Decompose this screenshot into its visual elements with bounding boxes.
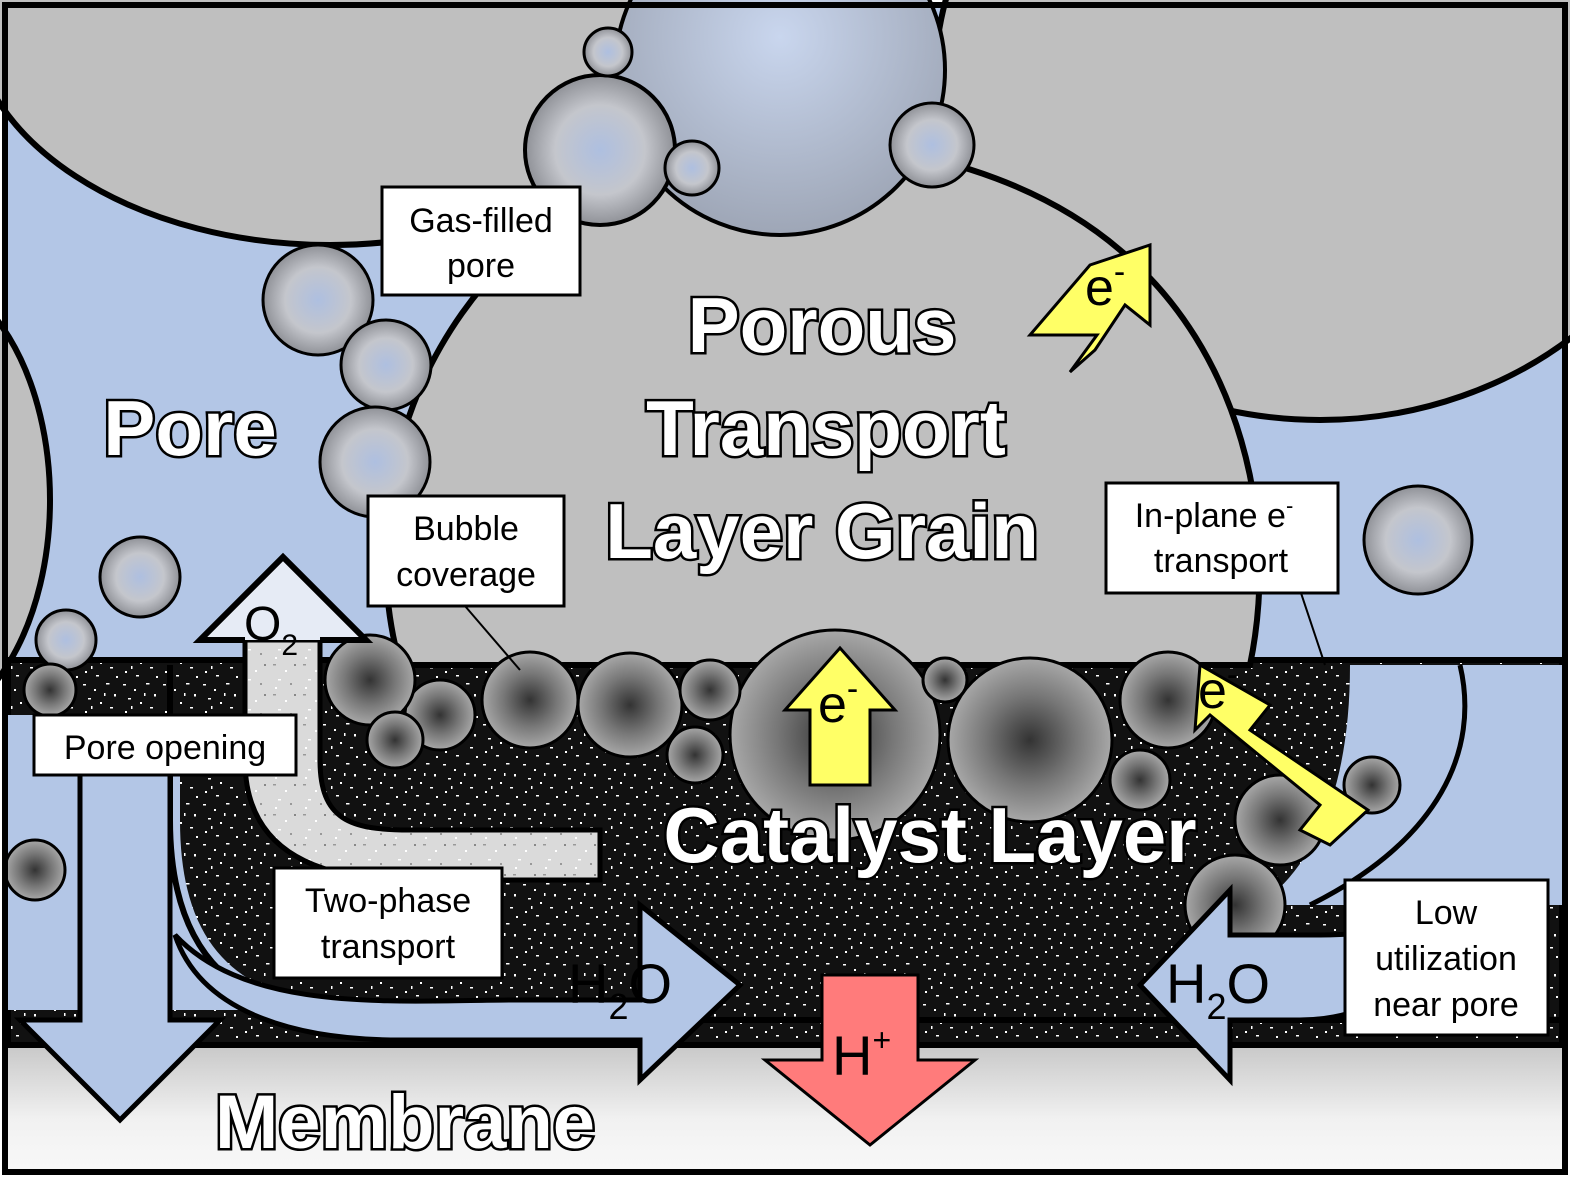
label-porous: Porous xyxy=(688,281,957,369)
callout-text: pore xyxy=(447,247,515,285)
pore-channel-right xyxy=(1260,665,1562,905)
gas-bubble-icon xyxy=(98,535,182,619)
callout-two-phase-transport: Two-phase transport xyxy=(272,866,504,980)
label-membrane: Membrane xyxy=(215,1080,595,1165)
arrow-up-right-icon xyxy=(1026,242,1152,374)
callout-text: transport xyxy=(321,928,456,966)
callout-text-sup: - xyxy=(1286,493,1293,518)
e-top-label: e- xyxy=(1085,253,1125,317)
e-right-sup: - xyxy=(1227,656,1238,694)
h-plus-label: H+ xyxy=(832,1022,891,1087)
gas-bubble-icon xyxy=(1342,755,1402,815)
in-plane-leader xyxy=(1299,589,1326,666)
e-center-main: e xyxy=(818,676,847,734)
callout-text: In-plane e- xyxy=(1135,493,1294,535)
gas-bubble-icon xyxy=(678,658,742,722)
label-pore: Pore xyxy=(103,384,276,472)
o2-sub: 2 xyxy=(281,629,298,662)
gas-bubble-icon xyxy=(888,101,976,189)
callout-text: Two-phase xyxy=(305,882,471,920)
callout-text-main: In-plane e xyxy=(1135,497,1286,535)
h2o-right-o: O xyxy=(1226,952,1270,1015)
label-transport: Transport xyxy=(646,384,1006,472)
h2o-left-sub: 2 xyxy=(608,986,628,1027)
callout-in-plane-transport: In-plane e- transport xyxy=(1104,481,1340,595)
label-catalyst-layer: Catalyst Layer xyxy=(663,791,1196,879)
h-plus-sup: + xyxy=(872,1022,891,1058)
pore-outline-right xyxy=(1308,664,1468,908)
gas-bubble-icon xyxy=(480,650,580,750)
o2-up-arrow xyxy=(192,552,374,643)
arrow-down-icon xyxy=(760,973,980,1147)
callout-text: Gas-filled xyxy=(409,202,553,240)
gas-bubble-icon xyxy=(1362,484,1474,596)
e-top-sup: - xyxy=(1114,253,1125,291)
gas-bubble-icon xyxy=(365,710,425,770)
gas-bubble-icon xyxy=(34,608,98,672)
gas-bubble-icon xyxy=(339,318,433,412)
h2o-right-label: H2O xyxy=(1166,952,1270,1027)
e-center-label: e- xyxy=(818,670,858,734)
callout-pore-opening: Pore opening xyxy=(32,713,298,777)
callout-text: Low xyxy=(1415,894,1478,932)
e-right-label: e- xyxy=(1198,656,1238,720)
callout-gas-filled-pore: Gas-filled pore xyxy=(380,185,582,297)
h2o-left-label: H2O xyxy=(568,952,672,1027)
gas-bubble-icon xyxy=(946,656,1114,824)
callout-text: Pore opening xyxy=(64,729,266,767)
h-plus-h: H xyxy=(832,1024,872,1087)
h2o-left-o: O xyxy=(628,952,672,1015)
gas-bubble-icon xyxy=(3,838,67,902)
gas-bubble-icon xyxy=(663,139,721,197)
e-right-main: e xyxy=(1198,662,1227,720)
gas-bubble-icon xyxy=(1108,748,1172,812)
callout-text: near pore xyxy=(1373,986,1519,1024)
gas-bubble-icon xyxy=(665,725,725,785)
e-center-sup: - xyxy=(847,670,858,708)
pore-down-arrow xyxy=(13,737,227,1124)
arrow-up-icon xyxy=(781,645,899,787)
h2o-right-sub: 2 xyxy=(1206,986,1226,1027)
e-top-main: e xyxy=(1085,259,1114,317)
gas-bubble-icon xyxy=(22,662,78,718)
callout-text: Bubble xyxy=(413,510,519,548)
callout-low-utilization: Low utilization near pore xyxy=(1343,878,1550,1037)
gas-bubble-icon xyxy=(582,26,634,78)
gas-bubble-icon xyxy=(576,651,684,759)
callout-text: coverage xyxy=(396,556,536,594)
grain-left-edge xyxy=(0,318,53,682)
arrow-right-icon xyxy=(172,899,744,1086)
callout-text: utilization xyxy=(1375,940,1517,978)
o2-main: O xyxy=(244,598,281,651)
gas-bubble-icon xyxy=(261,243,375,357)
gas-bubbles xyxy=(34,0,1474,672)
gas-bubble-icon xyxy=(921,656,969,704)
label-layer-grain: Layer Grain xyxy=(605,487,1039,575)
catalyst-bubbles xyxy=(3,628,1402,957)
callout-text: transport xyxy=(1154,542,1289,580)
arrow-up-left-icon xyxy=(1193,662,1371,847)
bubble-coverage-leader xyxy=(464,605,521,671)
h2o-right-h: H xyxy=(1166,952,1206,1015)
callout-bubble-coverage: Bubble coverage xyxy=(366,494,566,608)
h2o-left-h: H xyxy=(568,952,608,1015)
o2-label: O2 xyxy=(244,598,298,662)
